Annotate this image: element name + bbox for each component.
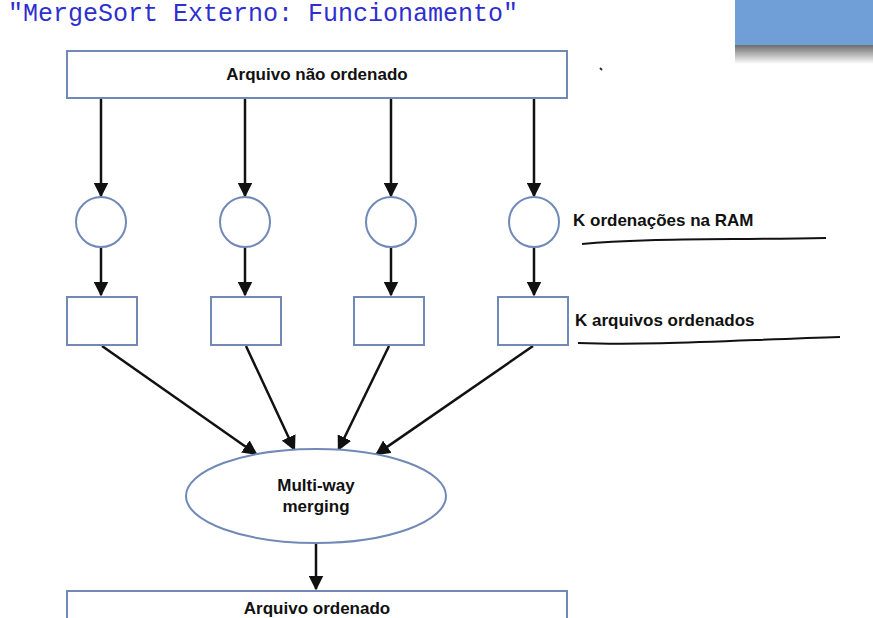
process-circle — [220, 197, 270, 247]
shape-outline — [76, 197, 126, 247]
file-box — [497, 296, 569, 346]
shape-outline — [186, 449, 446, 543]
process-circle — [509, 197, 559, 247]
dot-mark — [600, 68, 602, 70]
slide-title: "MergeSort Externo: Funcionamento" — [8, 0, 518, 29]
file-box — [210, 296, 282, 346]
flow-arrow — [339, 346, 389, 450]
node-text: Arquivo ordenado — [244, 598, 390, 618]
flow-arrow — [244, 247, 247, 295]
flow-arrow — [376, 346, 533, 454]
flow-arrow — [390, 99, 393, 196]
file-box — [66, 296, 138, 346]
flow-arrow — [100, 99, 103, 196]
node-text: Multi-way merging — [251, 475, 381, 518]
flow-arrow — [244, 99, 247, 196]
shape-outline — [509, 197, 559, 247]
flow-arrow — [533, 247, 536, 295]
shape-outline — [366, 197, 416, 247]
flow-arrow — [100, 247, 103, 295]
flow-arrow — [390, 247, 393, 295]
shape-outline — [76, 197, 126, 247]
shape-outline — [366, 197, 416, 247]
shape-outline — [220, 197, 270, 247]
node-text: Arquivo não ordenado — [226, 64, 407, 85]
underline-mark — [582, 238, 826, 244]
thumbnail-shadow — [735, 44, 873, 64]
process-circle — [76, 197, 126, 247]
shape-outline — [220, 197, 270, 247]
flow-arrow — [246, 346, 294, 450]
file-box: Arquivo não ordenado — [66, 50, 568, 99]
shape-outline — [186, 449, 446, 543]
side-note: K ordenações na RAM — [573, 211, 753, 231]
process-circle — [366, 197, 416, 247]
shape-outline — [509, 197, 559, 247]
flow-arrow — [315, 543, 318, 589]
video-thumbnail — [735, 0, 873, 45]
side-note: K arquivos ordenados — [575, 311, 754, 331]
file-box: Arquivo ordenado — [66, 590, 568, 618]
underline-mark — [578, 337, 840, 344]
flow-arrow — [102, 346, 256, 454]
file-box — [353, 296, 425, 346]
merge-ellipse: Multi-way merging — [186, 449, 446, 543]
flow-arrow — [533, 99, 536, 196]
